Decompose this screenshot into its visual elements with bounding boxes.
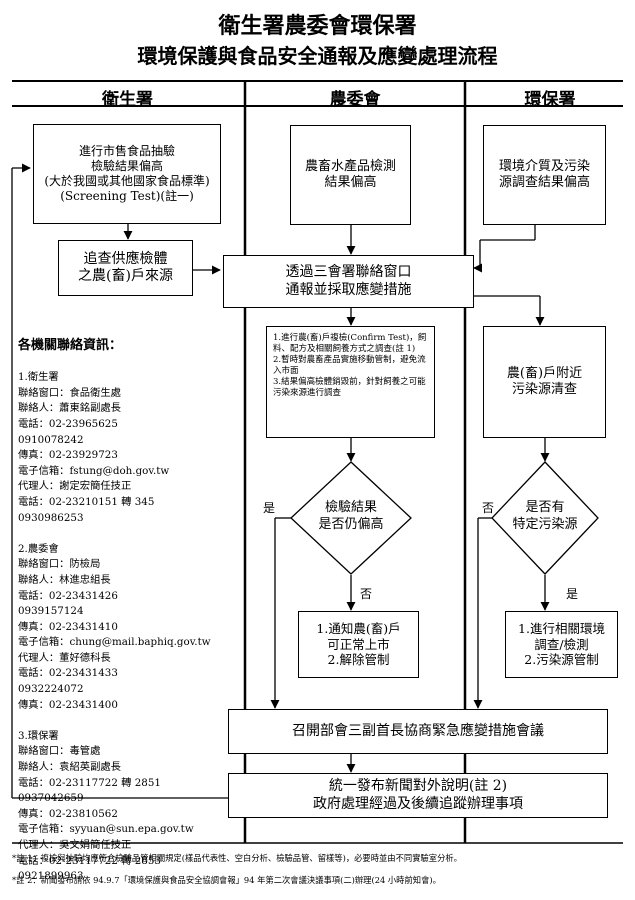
contact-coa: 2.農委會 聯絡窗口：防檢局 聯絡人：林進忠組長 電話：02-23431426 … [18, 542, 211, 711]
column-header-coa: 農委會 [329, 90, 381, 110]
column-header-doh: 衛生署 [102, 90, 153, 110]
contact-heading: 各機關聯絡資訊： [18, 337, 123, 353]
trace-source-box: 追查供應檢體 之農(畜)戶來源 [58, 240, 193, 296]
contact-doh: 1.衛生署 聯絡窗口：食品衛生處 聯絡人：蕭東銘副處長 電話：02-239656… [18, 371, 170, 524]
env-decision-text: 是否有 特定污染源 [512, 500, 578, 532]
column-header-epa: 環保署 [524, 90, 576, 110]
env-actions-box: 1.進行相關環境 調查/檢測 2.污染源管制 [505, 611, 618, 678]
notify-farmer-box: 1.通知農(畜)戶 可正常上市 2.解除管制 [298, 611, 419, 678]
footnote-2: *註 2：新聞發布請依 94.9.7「環境保護與食品安全協調會報」94 年第二次… [12, 875, 441, 885]
env-no-label: 否 [482, 501, 495, 515]
agri-decision-text: 檢驗結果 是否仍偏高 [318, 500, 384, 532]
agri-no-label: 否 [360, 587, 373, 601]
env-decision-diamond [491, 461, 599, 575]
meeting-box: 召開部會三副首長協商緊急應變措施會議 [228, 709, 608, 754]
title-line2: 環境保護與食品安全通報及應變處理流程 [137, 44, 498, 68]
agri-actions-box: 1.進行農(畜)戶複檢(Confirm Test)，飼料、配方及相關飼養方式之調… [266, 326, 435, 438]
notify-window-box: 透過三會署聯絡窗口 通報並採取應變措施 [223, 255, 474, 308]
footnote-1: *註 1：複檢與抽驗均應符合檢驗品管相關規定(樣品代表性、空白分析、檢驗品管、留… [12, 853, 462, 863]
press-release-box: 統一發布新聞對外說明(註 2) 政府處理經過及後續追蹤辦理事項 [228, 773, 608, 818]
agri-yes-label: 是 [263, 501, 276, 515]
pollution-check-box: 農(畜)戶附近 污染源清查 [483, 326, 606, 438]
env-yes-label: 是 [566, 587, 579, 601]
contact-epa: 3.環保署 聯絡窗口：毒管處 聯絡人：袁紹英副處長 電話：02-23117722… [18, 729, 194, 883]
title-line1: 衛生署農委會環保署 [218, 14, 417, 39]
contact-info: 各機關聯絡資訊： 1.衛生署 聯絡窗口：食品衛生處 聯絡人：蕭東銘副處長 電話：… [18, 321, 233, 900]
agri-detect-box: 農畜水產品檢測 結果偏高 [290, 125, 411, 225]
env-detect-box: 環境介質及污染 源調查結果偏高 [483, 125, 606, 225]
screening-box: 進行市售食品抽驗 檢驗結果偏高 (大於我國或其他國家食品標準) (Screeni… [33, 124, 221, 224]
agri-decision-diamond [290, 461, 412, 575]
